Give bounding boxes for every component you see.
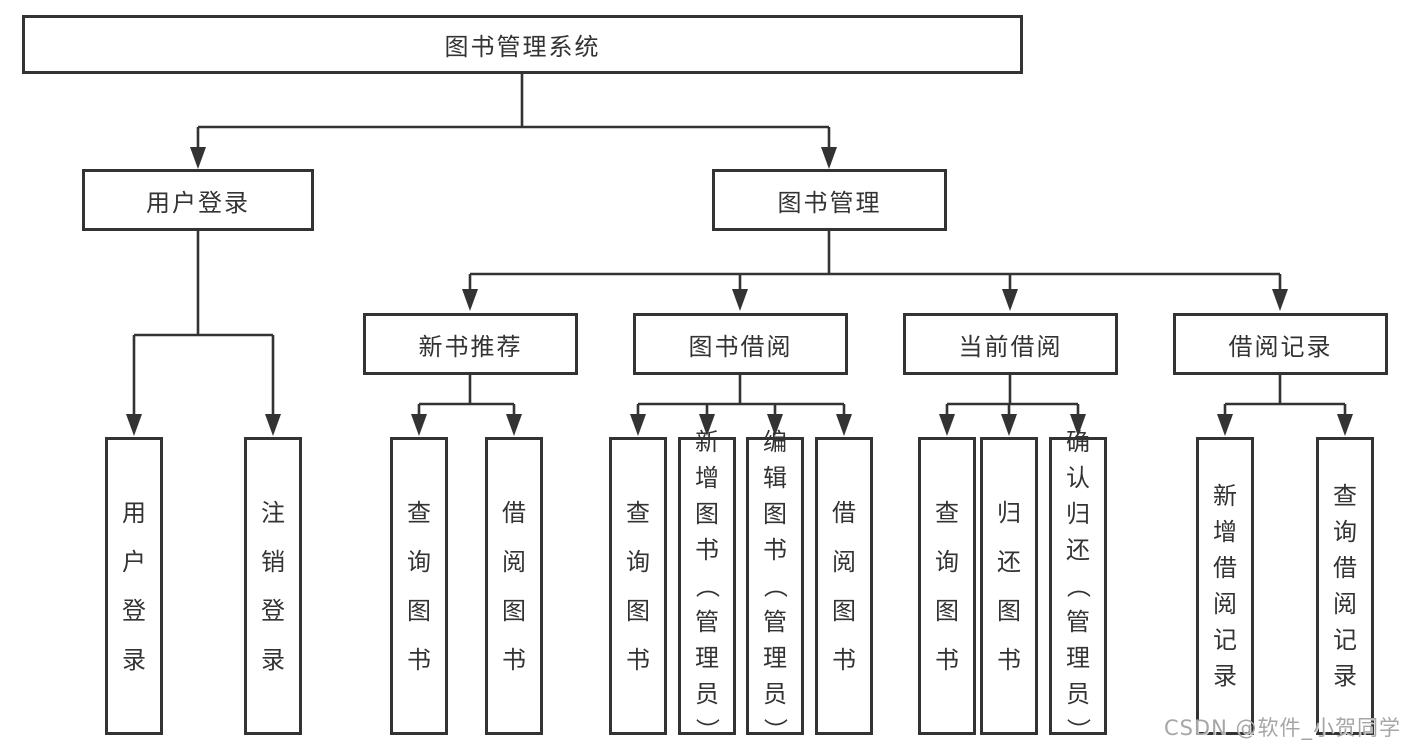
- leaf-query-books-current-label: 查询图书: [935, 498, 959, 674]
- leaf-add-borrow-record-label: 新增借阅记录: [1213, 482, 1237, 690]
- leaf-return-book: 归还图书: [980, 437, 1038, 735]
- node-book-management-label: 图书管理: [777, 188, 882, 217]
- node-new-book-recommend-label: 新书推荐: [418, 332, 523, 361]
- leaf-query-books-borrow: 查询图书: [609, 437, 667, 735]
- arrowheads: [126, 147, 1353, 436]
- node-book-borrowing-label: 图书借阅: [688, 332, 793, 361]
- leaf-query-borrow-record: 查询借阅记录: [1316, 437, 1374, 735]
- leaf-add-book-admin-label: 新增图书（管理员）: [693, 428, 721, 742]
- node-new-book-recommend: 新书推荐: [363, 313, 578, 375]
- leaf-add-borrow-record: 新增借阅记录: [1196, 437, 1254, 735]
- leaf-borrow-books-recommend-label: 借阅图书: [502, 498, 526, 674]
- userlogin-to-leaves-lines: [132, 231, 275, 417]
- leaf-query-books-recommend-label: 查询图书: [407, 498, 431, 674]
- leaf-return-book-label: 归还图书: [997, 498, 1021, 674]
- node-root: 图书管理系统: [22, 15, 1023, 74]
- node-book-borrowing: 图书借阅: [633, 313, 848, 375]
- leaf-borrow-books-label: 借阅图书: [832, 498, 856, 674]
- leaf-user-login-label: 用户登录: [122, 498, 146, 674]
- records-group-lines: [1223, 402, 1347, 417]
- node-root-label: 图书管理系统: [444, 33, 601, 61]
- leaf-logout-label: 注销登录: [261, 498, 285, 674]
- bookmgmt-to-level3-lines: [468, 231, 1282, 292]
- csdn-watermark: CSDN @软件_小贺同学: [1163, 716, 1401, 740]
- newbook-group-lines: [417, 402, 516, 417]
- leaf-edit-book-admin-label: 编辑图书（管理员）: [761, 428, 789, 742]
- node-user-login: 用户登录: [82, 169, 314, 231]
- leaf-confirm-return-admin-label: 确认归还（管理员）: [1064, 428, 1092, 742]
- leaf-logout: 注销登录: [244, 437, 302, 735]
- leaf-edit-book-admin: 编辑图书（管理员）: [746, 430, 804, 742]
- leaf-query-books-recommend: 查询图书: [390, 437, 448, 735]
- root-to-level2-lines: [196, 74, 831, 150]
- node-borrowing-records-label: 借阅记录: [1228, 332, 1333, 361]
- leaf-query-books-borrow-label: 查询图书: [626, 498, 650, 674]
- node-borrowing-records: 借阅记录: [1173, 313, 1388, 375]
- leaf-borrow-books: 借阅图书: [815, 437, 873, 735]
- node-user-login-label: 用户登录: [146, 188, 250, 217]
- node-current-borrowing: 当前借阅: [903, 313, 1118, 375]
- leaf-query-books-current: 查询图书: [918, 437, 976, 735]
- level3-stems: [468, 375, 1282, 404]
- leaf-borrow-books-recommend: 借阅图书: [485, 437, 543, 735]
- bookborrow-group-lines: [636, 402, 846, 417]
- leaf-user-login: 用户登录: [105, 437, 163, 735]
- node-current-borrowing-label: 当前借阅: [958, 332, 1063, 361]
- leaf-add-book-admin: 新增图书（管理员）: [678, 430, 736, 742]
- leaf-confirm-return-admin: 确认归还（管理员）: [1049, 430, 1107, 742]
- node-book-management: 图书管理: [712, 169, 947, 231]
- currentborrow-group-lines: [945, 402, 1080, 417]
- leaf-query-borrow-record-label: 查询借阅记录: [1333, 482, 1357, 690]
